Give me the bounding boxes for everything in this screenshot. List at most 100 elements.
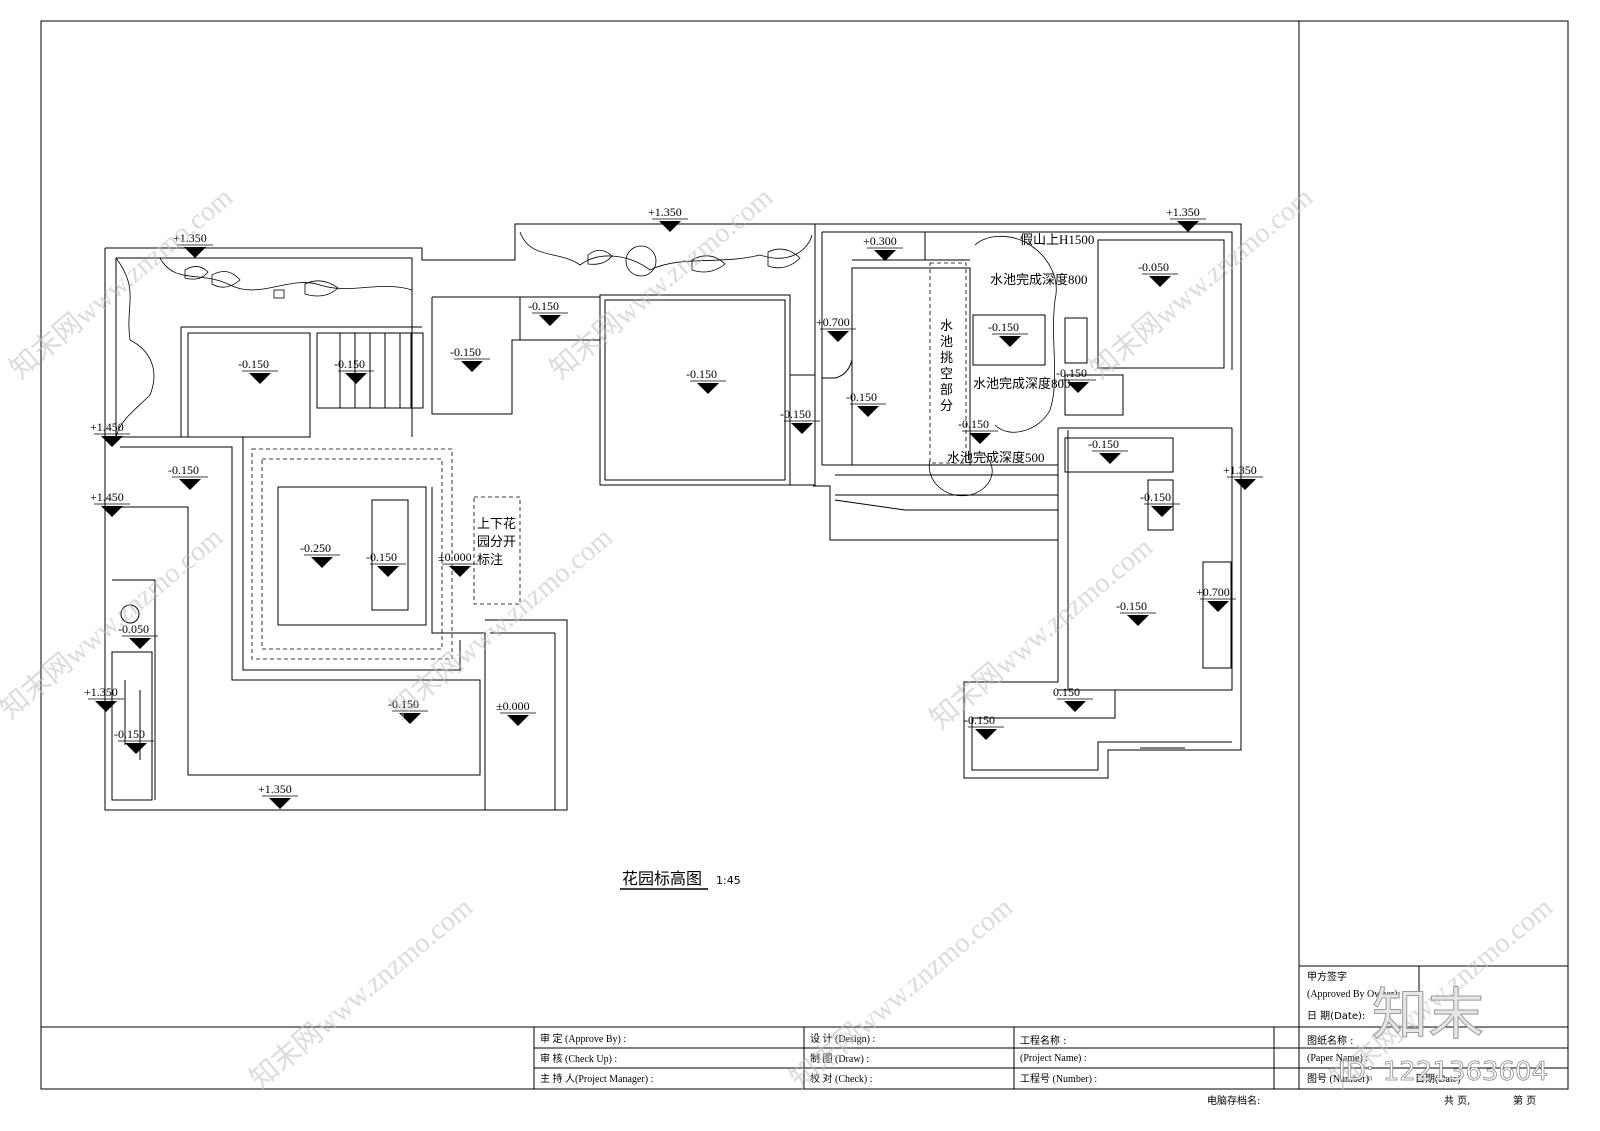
elevation-label: -0.150 [528, 299, 559, 313]
elevation-triangle-icon [827, 331, 849, 342]
elevation-marker-e35: 0.150 [1053, 685, 1093, 712]
tb-check-up: 审 核 (Check Up) : [540, 1052, 617, 1065]
elevation-triangle-icon [449, 566, 471, 577]
elevation-triangle-icon [874, 250, 896, 261]
elevation-marker-e10: +0.300 [863, 234, 903, 261]
elevation-triangle-icon [1177, 221, 1199, 232]
elevation-marker-e4: -0.150 [528, 299, 568, 326]
elevation-triangle-icon [1099, 453, 1121, 464]
elevation-label: -0.150 [1056, 366, 1087, 380]
elevation-triangle-icon [101, 436, 123, 447]
elevation-triangle-icon [269, 798, 291, 809]
watermark-logo: 知末 [1372, 983, 1484, 1048]
elevation-triangle-icon [539, 315, 561, 326]
elevation-triangle-icon [101, 506, 123, 517]
elevation-marker-e22: -0.150 [366, 550, 406, 577]
elevation-marker-e11: +0.700 [816, 315, 856, 342]
watermark-3: 知末网www.znzmo.com [1084, 181, 1319, 385]
elevation-label: -0.150 [1140, 490, 1171, 504]
elevation-label: -0.150 [988, 320, 1019, 334]
note-overhang-6: 分 [940, 398, 953, 413]
elevation-label: -0.150 [964, 713, 995, 727]
elevation-label: -0.150 [114, 727, 145, 741]
elevation-label: +1.350 [1223, 463, 1257, 477]
elevation-triangle-icon [1149, 276, 1171, 287]
title-block: 甲方签字 (Approved By Owner): 日 期(Date): 审 定… [540, 970, 1536, 1107]
watermarks: 知末网www.znzmo.com 知末网www.znzmo.com 知末网www… [0, 181, 1559, 1095]
watermark-1: 知末网www.znzmo.com [4, 181, 239, 385]
rock-symbols [184, 248, 801, 299]
tb-draw: 制 图 (Draw) : [810, 1052, 869, 1065]
elevation-triangle-icon [311, 557, 333, 568]
elevation-markers: +1.350 +1.350 +1.350 -0.150 -0.150 -0.150 -0.1… [84, 205, 1263, 809]
elevation-label: +0.700 [816, 315, 850, 329]
plan-notes: 假山上H1500 水池完成深度800 水池完成深度800 水池完成深度500 水… [477, 232, 1094, 567]
tb-project-name: 工程名称 : [1020, 1034, 1067, 1047]
elevation-marker-e31: -0.150 [388, 697, 428, 724]
elevation-label: ±0.000 [438, 550, 472, 564]
note-split-3: 标注 [477, 552, 503, 567]
tb-approved-by-owner-en: (Approved By Owner): [1307, 989, 1400, 1000]
elevation-triangle-icon [1151, 506, 1173, 517]
note-overhang-4: 空 [940, 366, 953, 381]
elevation-triangle-icon [1064, 701, 1086, 712]
elevation-marker-e33: ±0.000 [496, 699, 536, 726]
elevation-triangle-icon [249, 373, 271, 384]
elevation-label: -0.150 [780, 407, 811, 421]
elevation-marker-e8: -0.150 [686, 367, 726, 394]
elevation-marker-e30: +1.350 [84, 685, 124, 712]
tb-page-no: 第 页 [1513, 1094, 1536, 1107]
tb-total-pages: 共 页, [1444, 1095, 1470, 1107]
elevation-label: -0.150 [1088, 437, 1119, 451]
elevation-label: -0.050 [118, 622, 149, 636]
elevation-triangle-icon [345, 373, 367, 384]
tb-approved-by-owner: 甲方签字 [1307, 970, 1347, 983]
drawing-scale: 1:45 [716, 874, 741, 887]
elevation-marker-e19: -0.150 [168, 463, 208, 490]
elevation-marker-e32: -0.150 [114, 727, 154, 754]
elevation-label: +1.350 [173, 231, 207, 245]
tb-project-manager: 主 持 人(Project Manager) : [540, 1072, 653, 1085]
elevation-marker-e21: -0.250 [300, 541, 340, 568]
elevation-label: -0.250 [300, 541, 331, 555]
elevation-marker-e17: -0.150 [1088, 437, 1128, 464]
note-overhang-2: 池 [940, 334, 953, 349]
elevation-label: -0.150 [686, 367, 717, 381]
elevation-label: +1.350 [1166, 205, 1200, 219]
elevation-marker-e24: -0.150 [1140, 490, 1180, 517]
elevation-label: -0.150 [334, 357, 365, 371]
tb-design: 设 计 (Design) : [810, 1032, 875, 1045]
elevation-label: -0.050 [1138, 260, 1169, 274]
elevation-marker-e3: +1.350 [1166, 205, 1206, 232]
elevation-marker-e12: -0.150 [846, 390, 886, 417]
elevation-triangle-icon [129, 638, 151, 649]
elevation-marker-e27: -0.050 [118, 622, 158, 649]
elevation-marker-e5: -0.150 [450, 345, 490, 372]
elevation-label: -0.150 [1116, 599, 1147, 613]
elevation-marker-e23: ±0.000 [438, 550, 478, 577]
elevation-marker-e16: -0.150 [958, 417, 998, 444]
elevation-label: +1.450 [90, 490, 124, 504]
elevation-triangle-icon [1234, 479, 1256, 490]
elevation-marker-e36: -0.150 [964, 713, 1004, 740]
elevation-label: +1.450 [90, 420, 124, 434]
elevation-triangle-icon [1067, 382, 1089, 393]
elevation-marker-e13: -0.150 [988, 320, 1028, 347]
dashed-outlines [251, 262, 967, 660]
planting-beds [115, 231, 1057, 497]
elevation-triangle-icon [399, 713, 421, 724]
garden-plan [104, 223, 1242, 811]
elevation-label: +1.350 [258, 782, 292, 796]
note-overhang-3: 挑 [940, 350, 953, 365]
elevation-marker-e26: -0.150 [1116, 599, 1156, 626]
elevation-marker-e9: -0.150 [780, 407, 820, 434]
elevation-label: 0.150 [1053, 685, 1080, 699]
elevation-label: -0.150 [238, 357, 269, 371]
note-split-1: 上下花 [477, 516, 516, 531]
elevation-label: ±0.000 [496, 699, 530, 713]
elevation-marker-e18: +1.450 [90, 420, 130, 447]
elevation-marker-e25: +1.350 [1223, 463, 1263, 490]
elevation-triangle-icon [999, 336, 1021, 347]
tb-date: 日 期(Date): [1307, 1010, 1365, 1022]
tb-approve: 审 定 (Approve By) : [540, 1032, 626, 1045]
